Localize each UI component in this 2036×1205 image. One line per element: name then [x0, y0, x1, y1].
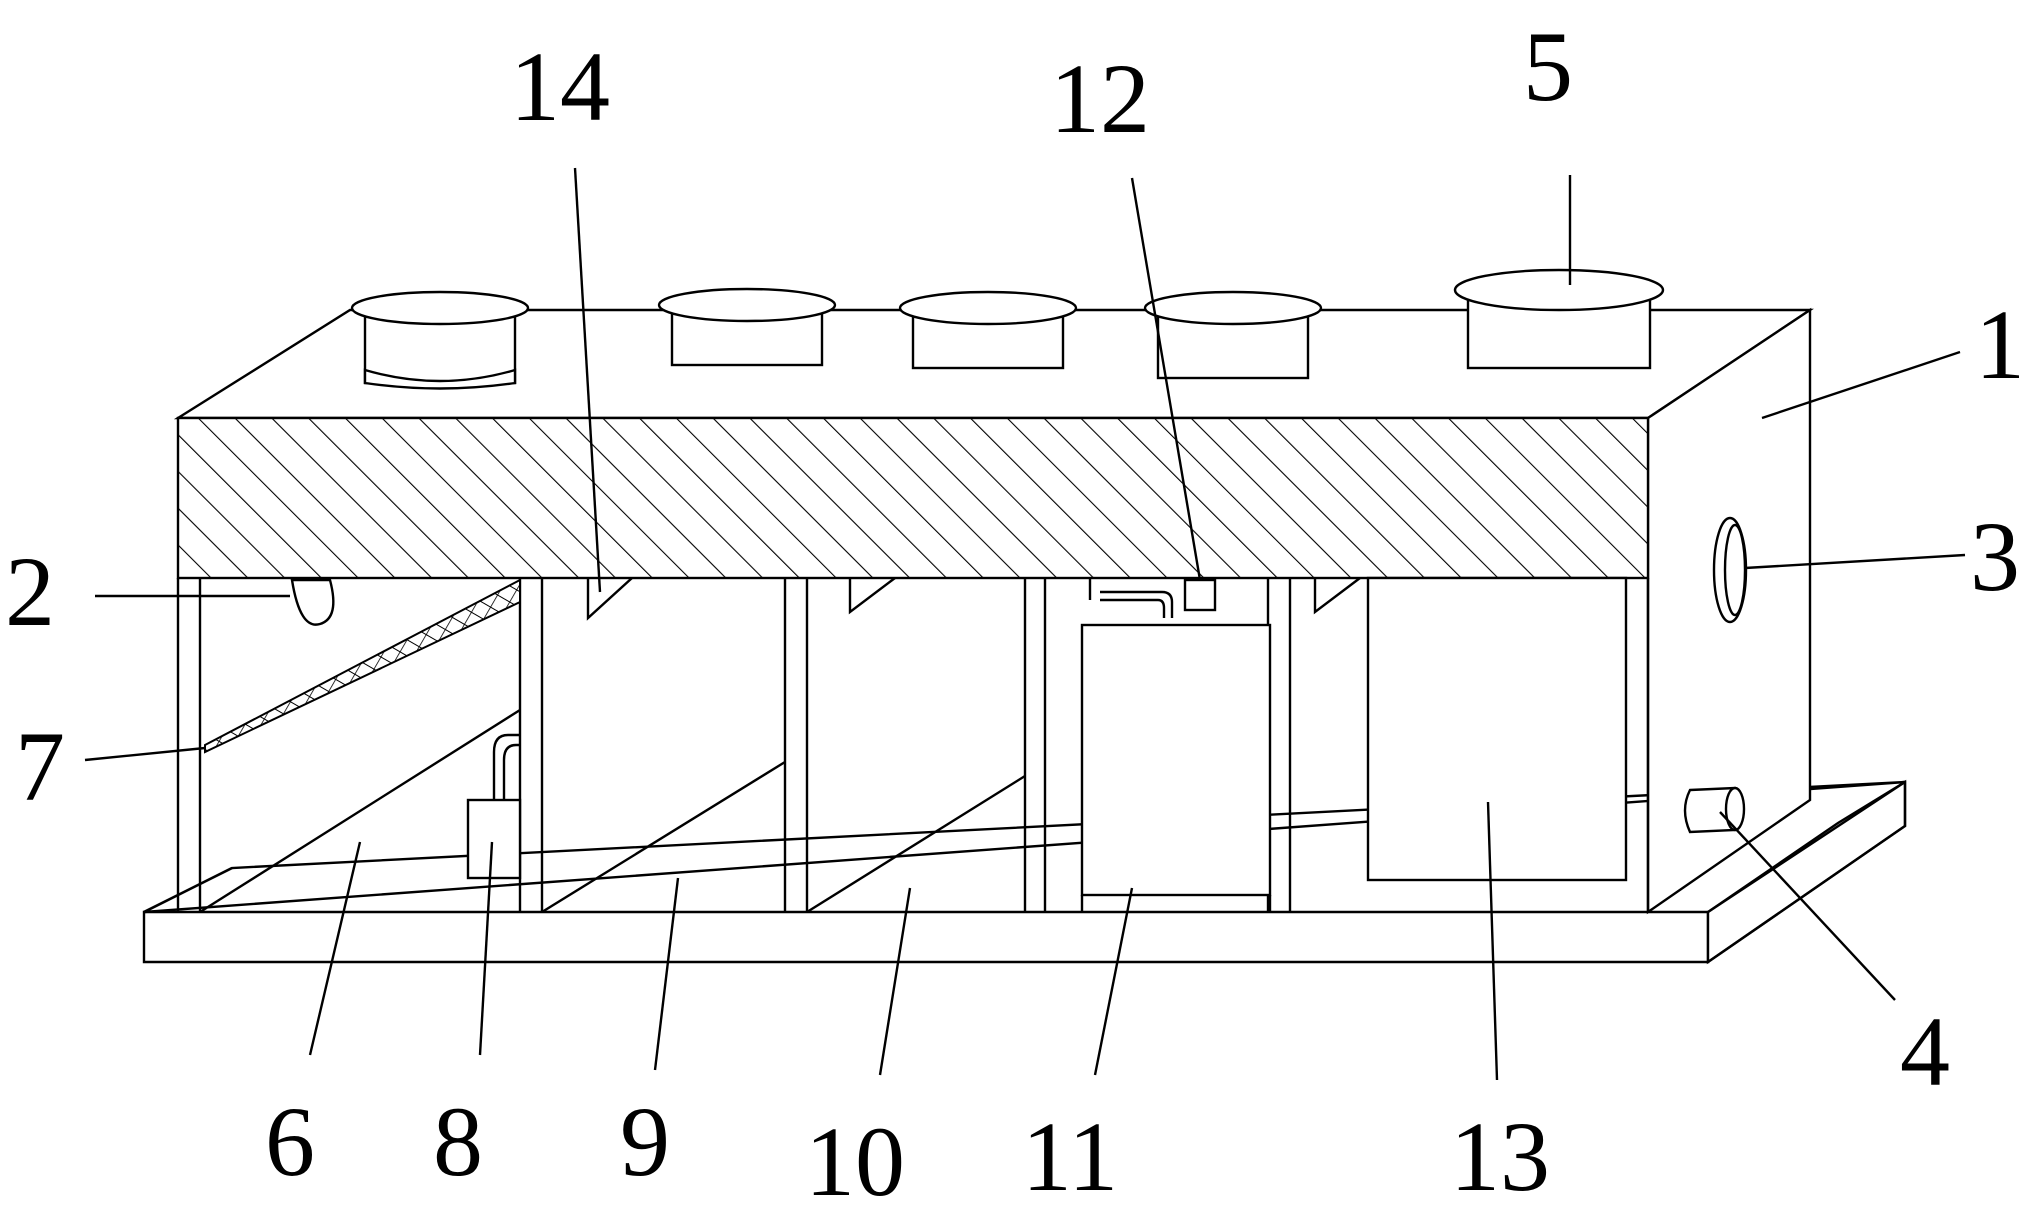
label-10: 10 [805, 1106, 905, 1205]
label-2: 2 [5, 536, 55, 647]
top-caps [350, 268, 1665, 390]
box-13 [1366, 576, 1628, 882]
label-8: 8 [433, 1086, 483, 1197]
label-5: 5 [1523, 11, 1573, 122]
label-12: 12 [1050, 43, 1150, 154]
label-13: 13 [1450, 1101, 1550, 1205]
label-3: 3 [1970, 501, 2020, 612]
label-14: 14 [510, 31, 610, 142]
label-11: 11 [1022, 1101, 1118, 1205]
inlet-pipe [290, 578, 335, 626]
side-ports [1683, 516, 1748, 834]
leader-lines [84, 167, 1966, 1081]
label-7: 7 [15, 711, 65, 822]
labels: 1 2 3 4 5 6 7 8 9 10 11 12 13 14 [5, 11, 2025, 1205]
label-6: 6 [265, 1086, 315, 1197]
pump [466, 733, 522, 880]
label-1: 1 [1975, 289, 2025, 400]
label-4: 4 [1900, 996, 1950, 1107]
filter-mesh [204, 578, 521, 754]
label-9: 9 [620, 1086, 670, 1197]
tank-11 [1080, 578, 1272, 912]
